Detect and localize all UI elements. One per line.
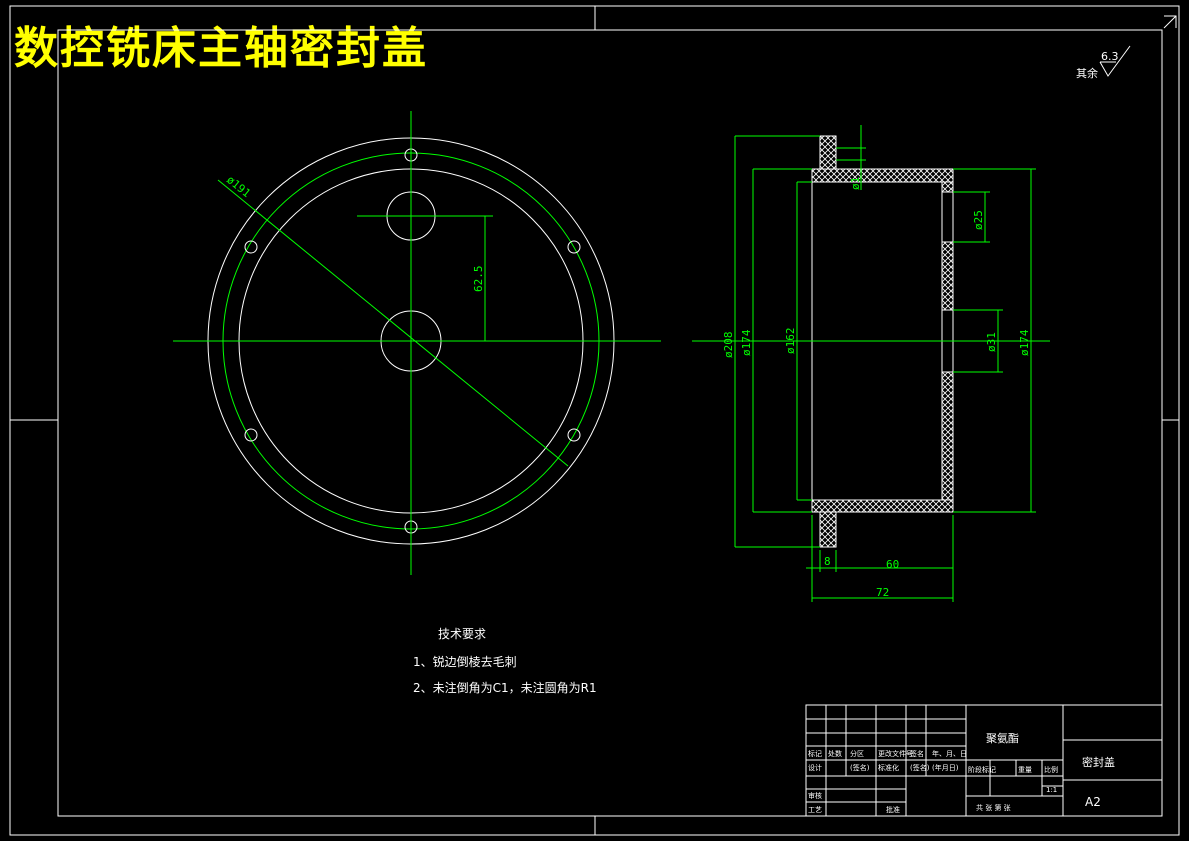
tech-req-item-2: 2、未注倒角为C1，未注圆角为R1: [413, 680, 597, 695]
dim-small: ø1: [849, 177, 862, 190]
tb-date-mid: (年月日): [932, 763, 959, 772]
roughness-value: 6.3: [1101, 50, 1119, 63]
tb-ratio: 比例: [1044, 765, 1058, 774]
dim-208: ø208: [722, 332, 735, 359]
tech-req-item-1: 1、锐边倒棱去毛刺: [413, 654, 517, 669]
dim-162: ø162: [784, 328, 797, 355]
tb-check: 审核: [808, 791, 822, 800]
sheet-frame: [9, 5, 1180, 836]
tb-ymd: 年、月、日: [932, 749, 967, 758]
technical-requirements: 技术要求 1、锐边倒棱去毛刺 2、未注倒角为C1，未注圆角为R1: [413, 627, 597, 695]
dim-62-5: 62.5: [472, 266, 485, 293]
dim-diameter-191: ø191: [224, 173, 253, 200]
roughness-symbol: 其余 6.3: [1076, 45, 1131, 80]
tb-std: 标准化: [878, 763, 899, 772]
tb-sign: 签名: [910, 749, 924, 758]
tb-material: 聚氨酯: [986, 732, 1019, 745]
roughness-label: 其余: [1076, 66, 1098, 80]
tb-sig-left: (签名): [850, 763, 870, 772]
front-view: ø191 62.5: [173, 111, 661, 575]
tb-sig-mid: (签名): [910, 763, 930, 772]
section-view: ø208 ø174 ø162 ø25 ø31 ø174 ø1 8 60 72: [692, 125, 1050, 602]
tech-req-heading: 技术要求: [438, 627, 486, 641]
tb-process: 工艺: [808, 806, 822, 814]
drawing-title: 数控铣床主轴密封盖: [14, 23, 428, 74]
tb-zone: 分区: [850, 749, 864, 758]
tb-count: 处数: [828, 749, 842, 758]
dim-8: 8: [824, 555, 831, 568]
tb-approve: 批准: [886, 805, 900, 814]
tb-change-doc: 更改文件号: [878, 749, 913, 758]
tb-stage-mark: 阶段标记: [968, 765, 996, 774]
tb-sheets: 共 张 第 张: [976, 803, 1011, 812]
dim-72: 72: [876, 586, 889, 599]
tb-mark: 标记: [808, 749, 822, 758]
dim-60: 60: [886, 558, 899, 571]
tb-scale: 1:1: [1046, 786, 1057, 794]
tb-design: 设计: [808, 763, 822, 772]
tb-part-name: 密封盖: [1082, 755, 1115, 769]
dim-174-right: ø174: [1018, 329, 1031, 356]
title-block: 标记 处数 分区 更改文件号 签名 年、月、日 设计 (签名) 标准化 (签名)…: [805, 704, 1163, 817]
tb-sheet-size: A2: [1085, 795, 1101, 809]
dim-174-left: ø174: [740, 329, 753, 356]
tb-weight: 重量: [1018, 766, 1032, 774]
dim-25: ø25: [972, 210, 985, 230]
dim-31: ø31: [985, 332, 998, 352]
